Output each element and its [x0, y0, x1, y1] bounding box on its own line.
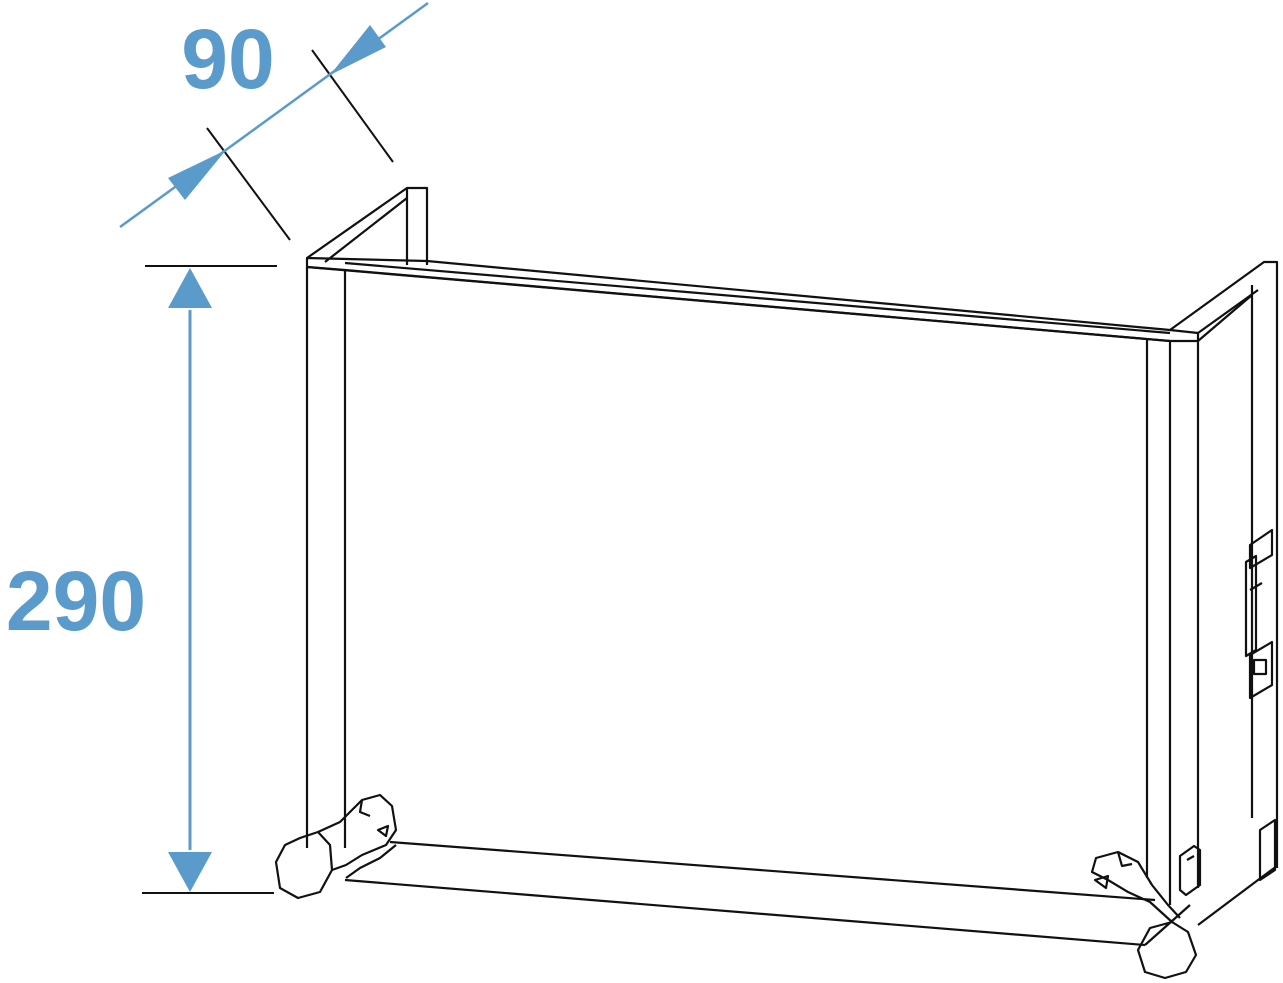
left-ball-corner [274, 793, 398, 900]
right-side-latch [1244, 528, 1274, 700]
depth-extension-back [311, 49, 394, 163]
bottom-right-latch [1178, 818, 1277, 897]
depth-extension-front [206, 127, 291, 241]
left-side-panel [306, 186, 429, 265]
bottom-rail [344, 840, 1191, 947]
depth-arrow-back [330, 25, 386, 75]
depth-label: 90 [181, 12, 274, 106]
depth-arrow-front [168, 150, 226, 200]
height-dimension: 290 [6, 265, 277, 894]
height-label: 290 [6, 554, 146, 648]
right-ball-corner [1090, 850, 1198, 980]
right-side-panel [1169, 260, 1279, 926]
top-rail [305, 256, 1200, 343]
left-front-post [305, 267, 347, 848]
depth-dimension: 90 [119, 1, 429, 241]
height-arrow-top [168, 268, 212, 308]
case-outline [274, 186, 1279, 980]
right-front-post [1145, 338, 1200, 905]
height-arrow-bottom [168, 852, 212, 892]
